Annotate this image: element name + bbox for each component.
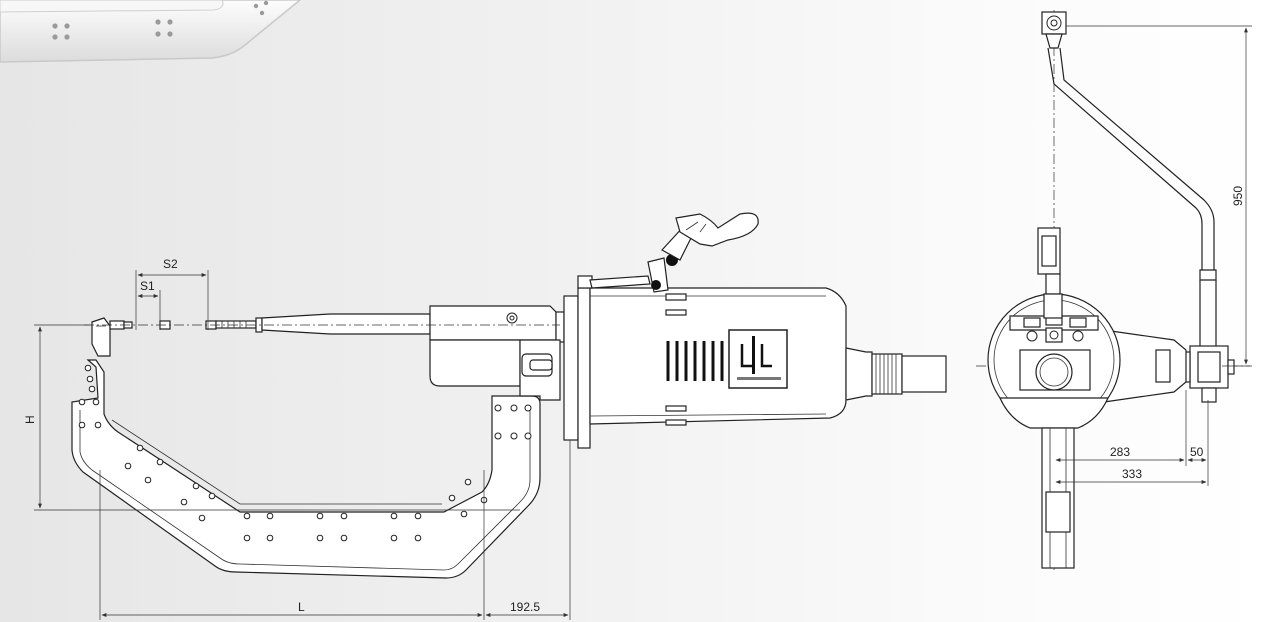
dimension-283-label: 283 — [1110, 445, 1130, 459]
dimension-h-label: H — [23, 415, 37, 424]
dimension-s1-label: S1 — [140, 279, 155, 293]
dimension-333-label: 333 — [1122, 467, 1142, 481]
cooling-slots — [666, 341, 724, 381]
c-arm — [71, 359, 541, 579]
front-view-welding-gun: 950 283 50 333 — [976, 10, 1252, 570]
cable-outlet — [845, 347, 947, 401]
flange-plate — [563, 287, 591, 449]
corner-panel-decoration — [0, 0, 302, 63]
dimension-l-label: L — [298, 600, 305, 614]
brand-logo — [728, 329, 788, 389]
dimension-950-label: 950 — [1231, 186, 1245, 206]
electrode-tip — [91, 317, 217, 357]
piston-rod — [215, 313, 431, 335]
dimension-throat-offset-label: 192.5 — [510, 600, 540, 614]
transformer-body — [589, 287, 847, 426]
side-view-welding-gun: S2 S1 H L 192.5 — [23, 212, 947, 620]
dimension-s2-label: S2 — [163, 257, 178, 271]
dimension-50-label: 50 — [1190, 445, 1204, 459]
trigger-handle — [577, 212, 759, 293]
c-arm-holes — [78, 364, 532, 542]
cylinder-block — [429, 305, 565, 401]
